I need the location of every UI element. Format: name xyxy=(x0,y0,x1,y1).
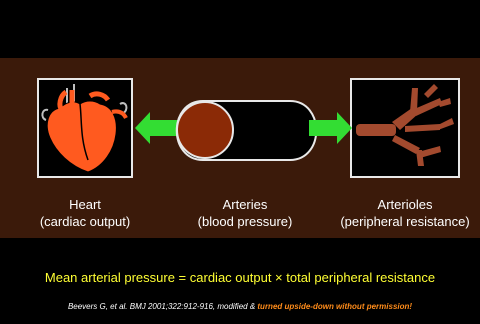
branching-vessel-icon xyxy=(356,84,454,166)
green-arrow-icon xyxy=(135,112,178,144)
arterioles-subtitle: (peripheral resistance) xyxy=(330,213,480,230)
formula-text: Mean arterial pressure = cardiac output … xyxy=(0,270,480,285)
arterioles-label: Arterioles (peripheral resistance) xyxy=(330,196,480,230)
citation: Beevers G, et al. BMJ 2001;322:912-916, … xyxy=(0,302,480,311)
heart-title: Heart xyxy=(10,196,160,213)
arteries-label: Arteries (blood pressure) xyxy=(170,196,320,230)
citation-highlight: turned upside-down without permission! xyxy=(257,302,412,311)
heart-label: Heart (cardiac output) xyxy=(10,196,160,230)
heart-subtitle: (cardiac output) xyxy=(10,213,160,230)
artery-tube xyxy=(177,101,317,160)
arteries-title: Arteries xyxy=(170,196,320,213)
arteries-subtitle: (blood pressure) xyxy=(170,213,320,230)
citation-main: Beevers G, et al. BMJ 2001;322:912-916, … xyxy=(68,302,257,311)
heart-illustration-icon xyxy=(42,84,126,172)
arterioles-title: Arterioles xyxy=(330,196,480,213)
